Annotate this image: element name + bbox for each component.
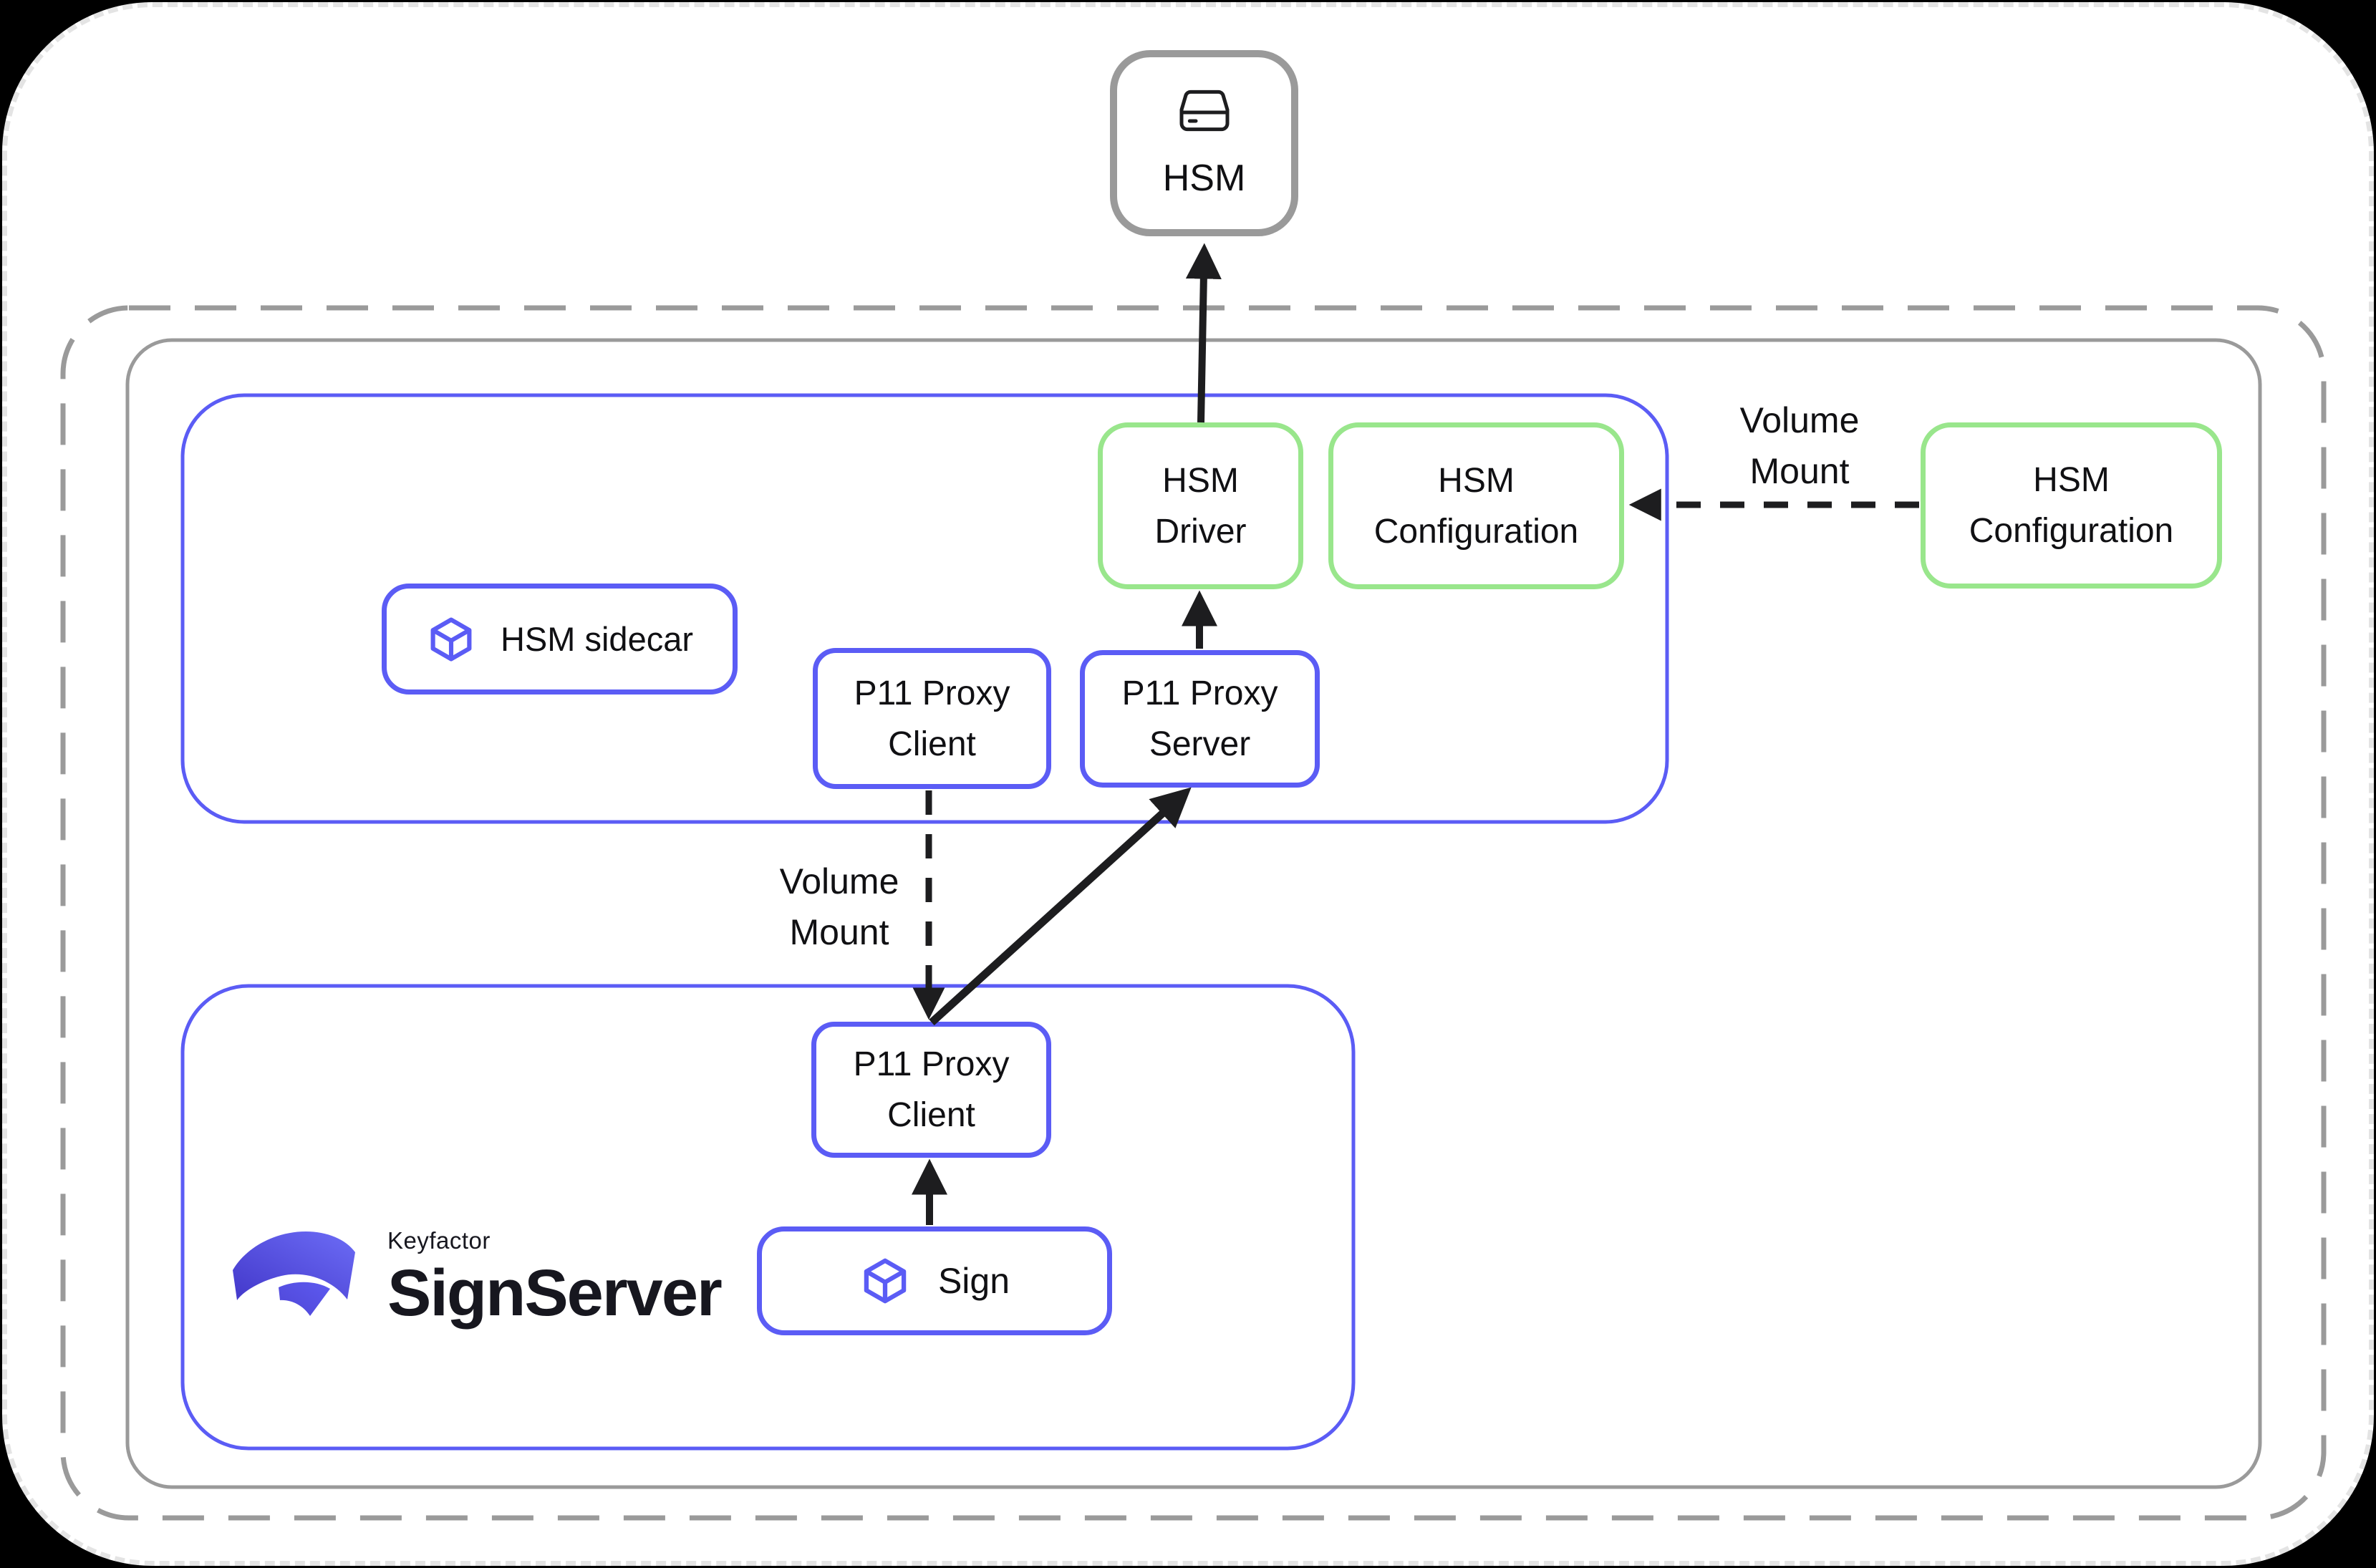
volume-mount-label-middle: Volume Mount [703, 856, 975, 958]
hsm-configuration-pod-node: HSM Configuration [1328, 422, 1624, 589]
keyfactor-logo-icon [233, 1231, 355, 1316]
logo-brand-text: Keyfactor [387, 1227, 491, 1254]
volume-mount-middle-line2: Mount [789, 912, 889, 952]
p11-proxy-client-signserver-label-line2: Client [887, 1096, 975, 1134]
volume-mount-right-line1: Volume [1739, 400, 1860, 440]
p11-proxy-server-label-line2: Server [1149, 725, 1251, 763]
cube-icon [864, 1258, 907, 1304]
hsm-driver-label-line1: HSM [1162, 461, 1239, 500]
hsm-sidecar-label: HSM sidecar [500, 620, 693, 658]
hsm-driver-node: HSM Driver [1098, 422, 1303, 589]
p11-proxy-server-label-line1: P11 Proxy [1121, 674, 1278, 712]
hsm-configuration-external-node: HSM Configuration [1921, 422, 2222, 589]
hsm-configuration-external-label-line2: Configuration [1969, 512, 2174, 550]
p11-proxy-client-sidecar-label-line1: P11 Proxy [854, 674, 1010, 712]
hsm-node: HSM [1110, 50, 1298, 236]
hsm-driver-label-line2: Driver [1154, 512, 1247, 551]
hsm-configuration-pod-label-line1: HSM [1438, 461, 1515, 500]
p11-proxy-client-sidecar-label-line2: Client [888, 725, 976, 763]
hsm-label: HSM [1162, 158, 1246, 199]
drive-icon [1179, 89, 1229, 132]
volume-mount-middle-line1: Volume [779, 861, 899, 901]
volume-mount-right-line2: Mount [1749, 451, 1850, 491]
volume-mount-label-right: Volume Mount [1663, 395, 1936, 497]
sign-label: Sign [937, 1261, 1010, 1301]
keyfactor-signserver-logo: Keyfactor SignServer [231, 1226, 723, 1331]
p11-proxy-client-signserver-label-line1: P11 Proxy [853, 1045, 1010, 1083]
sign-node: Sign [757, 1226, 1112, 1335]
cube-icon [430, 617, 472, 661]
hsm-configuration-external-label-line1: HSM [2033, 461, 2110, 499]
p11-proxy-server-node: P11 Proxy Server [1080, 650, 1320, 788]
hsm-sidecar-node: HSM sidecar [382, 584, 738, 695]
hsm-configuration-pod-label-line2: Configuration [1373, 512, 1579, 551]
p11-proxy-client-signserver-node: P11 Proxy Client [811, 1022, 1051, 1158]
logo-product-text: SignServer [387, 1257, 723, 1330]
p11-proxy-client-sidecar-node: P11 Proxy Client [813, 648, 1051, 789]
